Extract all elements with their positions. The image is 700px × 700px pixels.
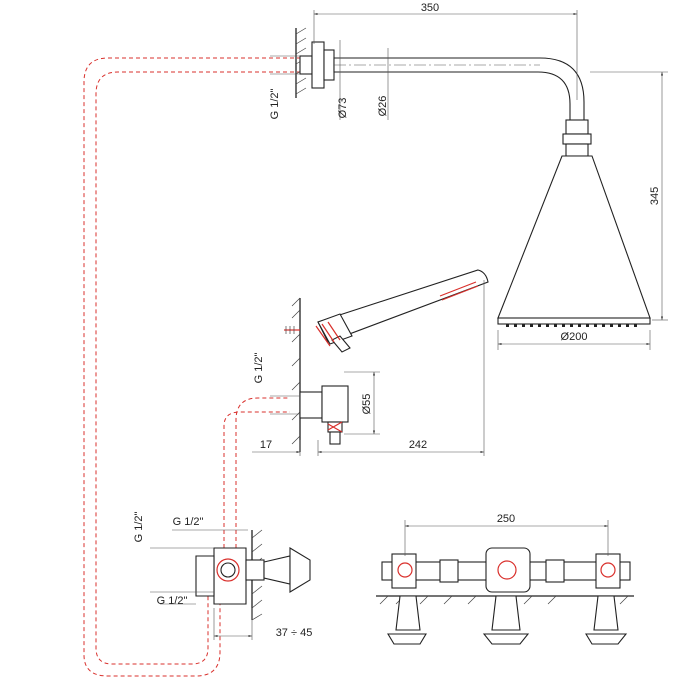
pipe-routing [83,57,308,677]
shower-head [497,155,651,327]
dim-arm-diameter: Ø26 [377,96,389,117]
dim-mixer-thread-top: G 1/2" [133,512,145,543]
dim-elbow-wall: 17 [260,439,272,451]
dim-head-diameter: Ø200 [561,331,588,343]
dim-head-height: 345 [649,187,661,205]
mixer-front-view [376,547,634,645]
mixer-side-view [195,529,311,621]
shower-arm-assembly [295,27,592,157]
dim-mixer-thread-side: G 1/2" [173,516,204,528]
dim-mixer-depth: 37 ÷ 45 [276,627,313,639]
dim-mixer-thread-bottom: G 1/2" [157,595,188,607]
dim-arm-length: 350 [421,2,439,14]
nozzle-row [506,324,637,327]
dimension-labels: 350 345 Ø200 Ø73 Ø26 G 1/2" G 1/2" Ø55 1… [133,2,661,639]
dim-mixer-width: 250 [497,513,515,525]
dim-flange-diameter: Ø73 [337,98,349,119]
dim-elbow-thread: G 1/2" [253,353,265,384]
dim-elbow-diameter: Ø55 [361,394,373,415]
dim-handset-reach: 242 [409,439,427,451]
dimension-lines [150,10,668,640]
dim-arm-thread: G 1/2" [269,89,281,120]
hand-shower-assembly [284,269,489,452]
